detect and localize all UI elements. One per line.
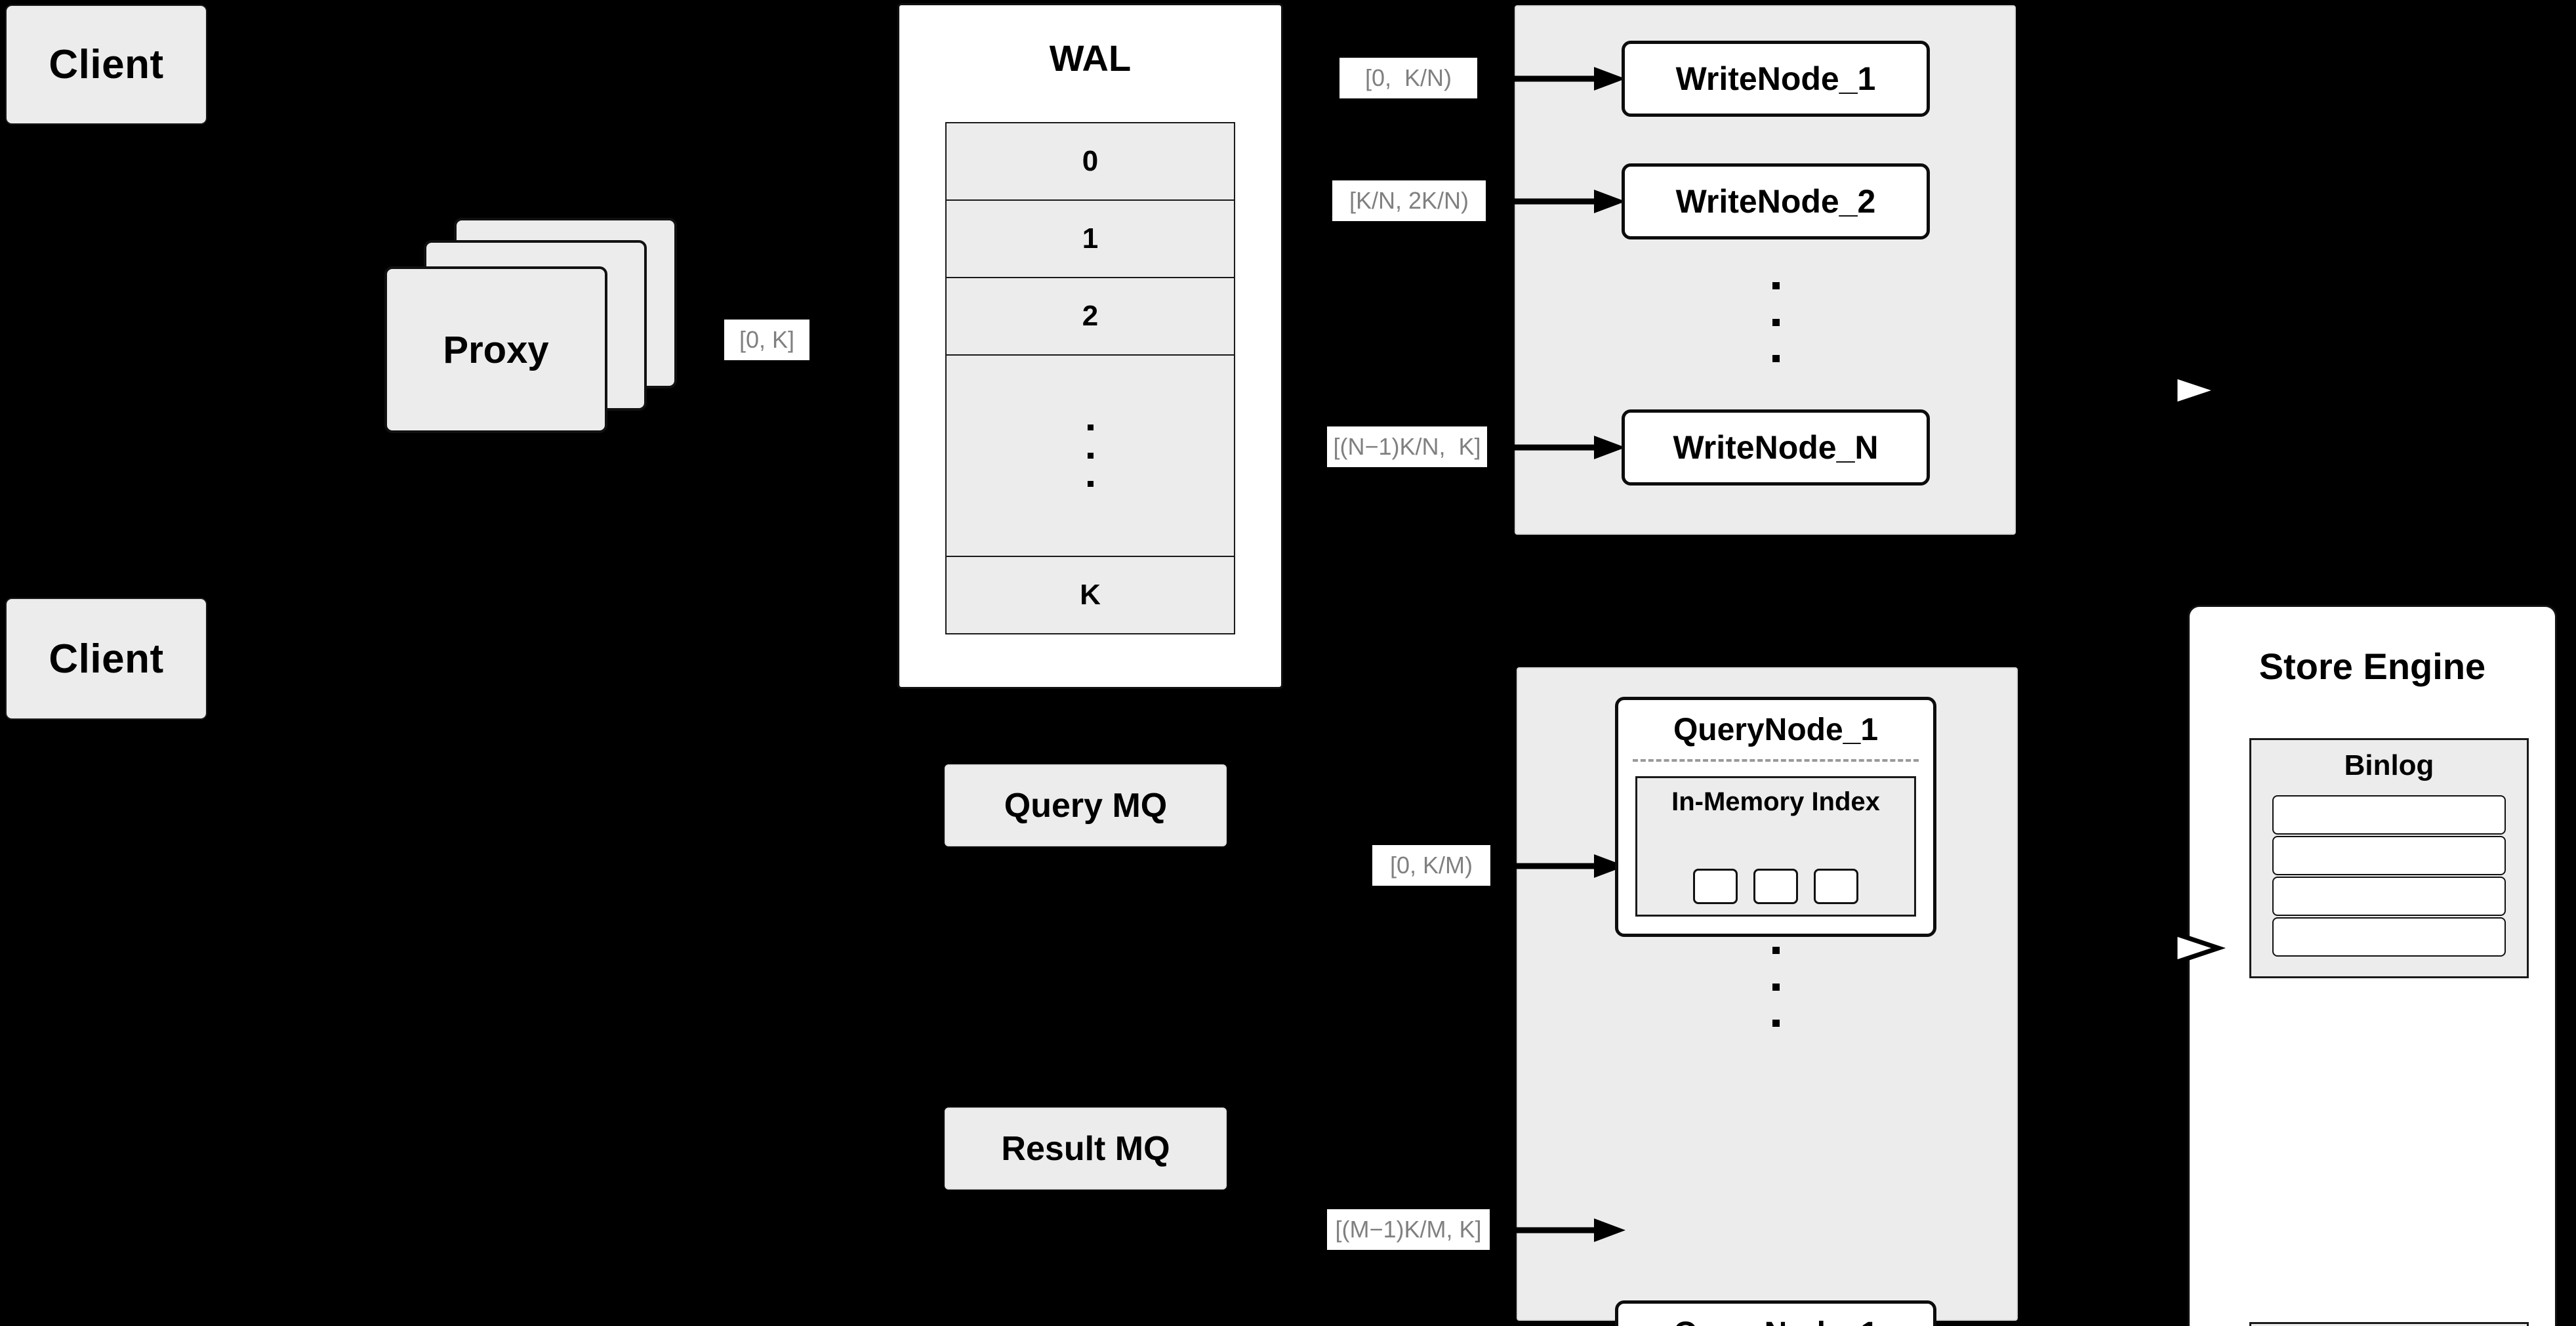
query-node-1-range-label: [0, K/M) <box>1372 845 1490 886</box>
query-mq-label: Query MQ <box>1004 786 1168 825</box>
ellipsis-dot <box>1772 983 1780 991</box>
write-node-1-range-label: [0, K/N) <box>1339 58 1477 98</box>
query-node-m-range-label: [(M−1)K/M, K] <box>1327 1209 1490 1250</box>
client-label: Client <box>49 636 164 682</box>
query-node-1[interactable]: QueryNode_1 In-Memory Index <box>1615 697 1936 937</box>
wal-row-ellipsis <box>947 356 1234 557</box>
in-memory-index-title: In-Memory Index <box>1671 787 1880 816</box>
write-cluster-ellipsis <box>1771 282 1780 362</box>
arrow-to-query-node-m <box>1497 1218 1625 1242</box>
index-cell <box>1753 869 1798 904</box>
write-node-2-range-label: [K/N, 2K/N) <box>1332 180 1486 221</box>
query-mq-box[interactable]: Query MQ <box>945 764 1227 846</box>
binlog-segment <box>2272 877 2506 916</box>
client-label: Client <box>49 42 164 87</box>
result-mq-label: Result MQ <box>1001 1129 1170 1168</box>
arrow-to-write-node-1 <box>1497 67 1625 91</box>
arrow-to-query-node-1 <box>1497 854 1625 878</box>
query-node-m[interactable]: QueryNode_1 In-Memory Index <box>1615 1300 1936 1326</box>
wal-container: WAL 0 1 2 K <box>897 3 1283 689</box>
binlog-segment <box>2272 917 2506 957</box>
wal-table: 0 1 2 K <box>945 122 1235 634</box>
binlog-segment <box>2272 836 2506 875</box>
client-box-2[interactable]: Client <box>5 598 207 720</box>
in-memory-index-panel: In-Memory Index <box>1635 776 1916 917</box>
write-node-label: WriteNode_N <box>1673 429 1879 466</box>
arrow-to-index <box>2145 930 2226 966</box>
arrow-to-write-node-2 <box>1497 190 1625 213</box>
arrow-to-write-node-n <box>1497 436 1625 459</box>
proxy-range-label: [0, K] <box>724 320 809 360</box>
result-mq-box[interactable]: Result MQ <box>945 1108 1227 1190</box>
wal-row: 2 <box>947 278 1234 356</box>
index-cell <box>1814 869 1858 904</box>
arrow-to-binlog <box>2145 373 2226 408</box>
binlog-panel: Binlog <box>2249 738 2529 978</box>
ellipsis-dot <box>1087 425 1094 430</box>
in-memory-index-cells <box>1637 869 1914 904</box>
binlog-segment <box>2272 795 2506 835</box>
binlog-title: Binlog <box>2344 749 2434 781</box>
wal-row: 0 <box>947 123 1234 201</box>
write-node-label: WriteNode_1 <box>1675 60 1876 97</box>
write-node-2[interactable]: WriteNode_2 <box>1622 163 1930 239</box>
write-node-1[interactable]: WriteNode_1 <box>1622 41 1930 117</box>
index-panel: Index <box>2249 1322 2529 1326</box>
ellipsis-dot <box>1772 1020 1780 1027</box>
ellipsis-dot <box>1772 282 1780 289</box>
store-engine-title: Store Engine <box>2259 646 2486 687</box>
index-cell <box>1693 869 1738 904</box>
ellipsis-dot <box>1087 453 1094 459</box>
ellipsis-dot <box>1772 355 1780 362</box>
wal-title: WAL <box>1049 37 1132 79</box>
store-engine-panel: Store Engine Binlog Index <box>2188 605 2557 1326</box>
query-node-divider <box>1633 759 1919 762</box>
query-node-title: QueryNode_1 <box>1618 1316 1933 1326</box>
binlog-segments <box>2272 795 2506 957</box>
ellipsis-dot <box>1087 481 1094 487</box>
wal-row: 1 <box>947 201 1234 278</box>
write-node-n[interactable]: WriteNode_N <box>1622 409 1930 486</box>
wal-row: K <box>1080 579 1101 611</box>
proxy-box[interactable]: Proxy <box>384 266 607 433</box>
client-box-1[interactable]: Client <box>5 5 207 125</box>
query-node-title: QueryNode_1 <box>1673 713 1879 747</box>
query-cluster-ellipsis <box>1771 947 1780 1027</box>
proxy-label: Proxy <box>443 328 549 371</box>
write-node-n-range-label: [(N−1)K/N, K] <box>1327 426 1487 467</box>
write-node-label: WriteNode_2 <box>1675 183 1876 220</box>
ellipsis-dot <box>1772 947 1780 954</box>
ellipsis-dot <box>1772 318 1780 326</box>
